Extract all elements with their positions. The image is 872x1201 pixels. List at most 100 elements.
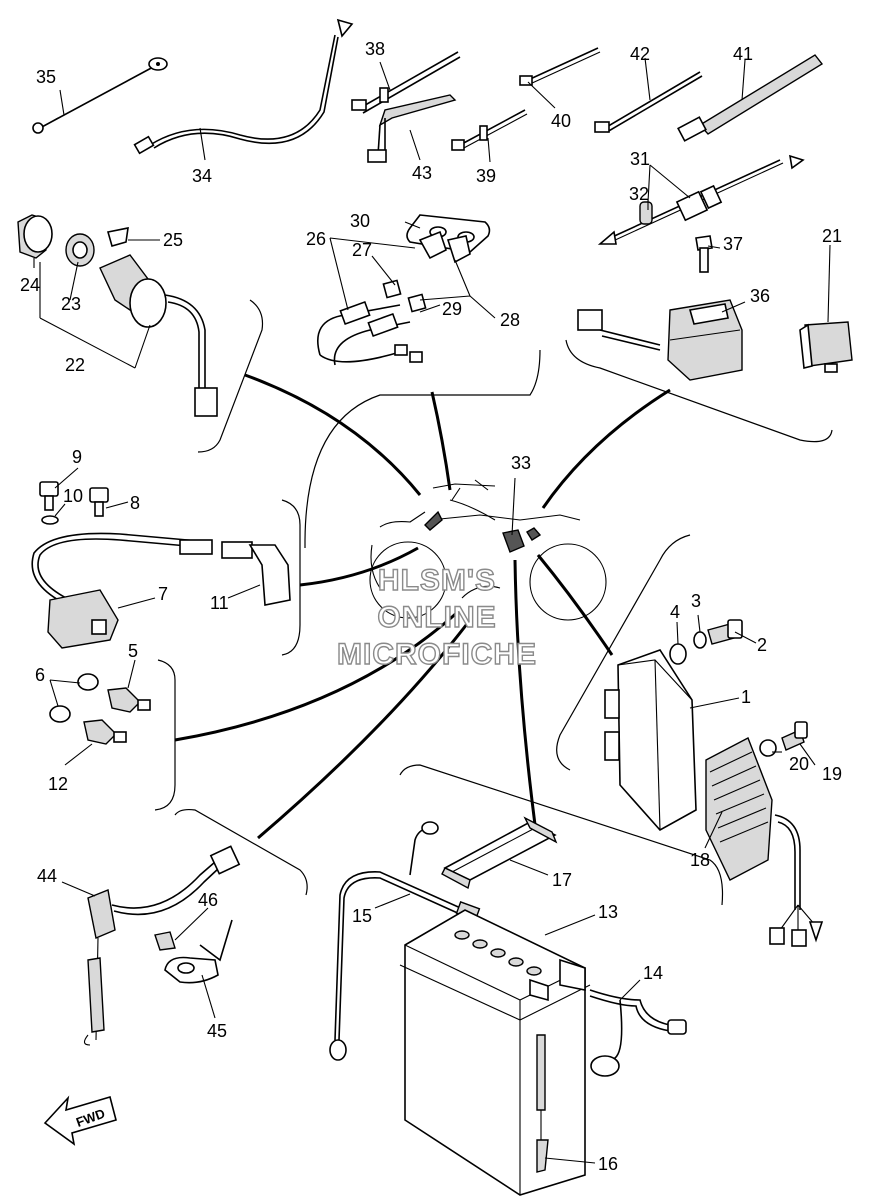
wire-neutral-switch <box>257 619 472 840</box>
label-34: 34 <box>192 166 212 186</box>
part-2-4-bolt-washers <box>669 619 743 665</box>
label-7: 7 <box>158 584 168 604</box>
wire-switches <box>174 608 462 742</box>
label-35: 35 <box>36 67 56 87</box>
label-21: 21 <box>822 226 842 246</box>
part-45-46-bracket <box>154 919 233 984</box>
part-22-24-main-switch <box>17 214 218 417</box>
part-39-cable-tie <box>451 109 528 151</box>
bracket-battery <box>399 764 724 906</box>
watermark-line-3: MICROFICHE <box>337 638 537 671</box>
part-19-20-bolt-washer <box>759 721 808 757</box>
label-27: 27 <box>352 240 372 260</box>
wire-ignition-coil <box>299 546 419 587</box>
label-6: 6 <box>35 665 45 685</box>
bracket-cdi <box>556 534 691 771</box>
label-44: 44 <box>37 866 57 886</box>
part-13-battery <box>399 909 591 1196</box>
label-28: 28 <box>500 310 520 330</box>
label-20: 20 <box>789 754 809 774</box>
label-33: 33 <box>511 453 531 473</box>
label-46: 46 <box>198 890 218 910</box>
wire-ignition-switch <box>244 373 422 496</box>
wire-spark-plug <box>430 391 452 491</box>
label-4: 4 <box>670 602 680 622</box>
wire-battery <box>513 559 539 841</box>
label-30: 30 <box>350 211 370 231</box>
part-31-cable <box>597 154 805 245</box>
label-37: 37 <box>723 234 743 254</box>
part-43-cable-clamp <box>367 94 457 163</box>
label-36: 36 <box>750 286 770 306</box>
part-26-29-plug-terminals <box>317 230 471 366</box>
part-18-rectifier-regulator <box>705 737 824 947</box>
label-32: 32 <box>629 184 649 204</box>
label-12: 12 <box>48 774 68 794</box>
label-11: 11 <box>210 593 229 613</box>
part-36-starter-relay <box>577 299 743 381</box>
bracket-ignition-coil <box>281 499 301 656</box>
label-9: 9 <box>72 447 82 467</box>
part-40-cable-tie <box>519 47 601 86</box>
bracket-ignition-switch <box>197 299 264 453</box>
label-16: 16 <box>598 1154 618 1174</box>
label-17: 17 <box>552 870 572 890</box>
leader-lines <box>33 57 831 1164</box>
bracket-spark-plug-lead <box>304 349 541 548</box>
label-13: 13 <box>598 902 618 922</box>
label-14: 14 <box>643 963 663 983</box>
label-1: 1 <box>741 687 751 707</box>
harness-wires <box>174 373 671 841</box>
part-21-relay <box>799 321 853 373</box>
label-25: 25 <box>163 230 183 250</box>
label-26: 26 <box>306 229 326 249</box>
part-42-cable-tie <box>594 71 703 133</box>
bracket-switches <box>154 659 176 811</box>
part-30-plate <box>406 214 491 253</box>
label-29: 29 <box>442 299 462 319</box>
bracket-starter-relay <box>565 339 833 443</box>
motorcycle-silhouette <box>369 479 607 621</box>
label-43: 43 <box>412 163 432 183</box>
label-24: 24 <box>20 275 40 295</box>
label-22: 22 <box>65 355 85 375</box>
part-34-lead <box>133 18 354 155</box>
parts: FWD <box>17 18 853 1196</box>
part-8-10-bolts <box>39 481 109 525</box>
part-37-bolt <box>695 235 713 273</box>
part-labels: 1 2 3 4 5 6 7 8 9 10 11 12 13 14 15 16 1… <box>20 39 842 1174</box>
label-15: 15 <box>352 906 372 926</box>
part-7-ignition-coil <box>31 532 291 649</box>
label-40: 40 <box>551 111 571 131</box>
fwd-arrow: FWD <box>43 1095 117 1146</box>
bracket-neutral-switch <box>174 808 308 896</box>
label-8: 8 <box>130 493 140 513</box>
label-5: 5 <box>128 641 138 661</box>
part-44-neutral-switch <box>83 845 241 1046</box>
label-23: 23 <box>61 294 81 314</box>
label-2: 2 <box>757 635 767 655</box>
part-38-cable-tie <box>351 51 461 114</box>
label-38: 38 <box>365 39 385 59</box>
wire-cdi <box>536 554 614 656</box>
watermark-line-1: HLSM'S <box>378 564 496 597</box>
label-18: 18 <box>690 850 710 870</box>
label-19: 19 <box>822 764 842 784</box>
watermark-line-2: ONLINE <box>377 601 496 634</box>
part-16-breather-hose <box>536 1034 549 1173</box>
wire-starter-relay <box>541 388 671 509</box>
label-42: 42 <box>630 44 650 64</box>
part-5-6-12-switches <box>49 673 151 745</box>
label-39: 39 <box>476 166 496 186</box>
label-10: 10 <box>63 486 83 506</box>
part-14-battery-lead <box>589 989 687 1077</box>
part-17-battery-band <box>441 816 558 890</box>
watermark: HLSM'S ONLINE MICROFICHE <box>336 563 537 671</box>
label-45: 45 <box>207 1021 227 1041</box>
label-3: 3 <box>691 591 701 611</box>
label-41: 41 <box>733 44 753 64</box>
part-35-earth-lead <box>32 57 168 134</box>
part-41-cable-tie <box>677 54 824 142</box>
group-brackets <box>154 299 833 906</box>
